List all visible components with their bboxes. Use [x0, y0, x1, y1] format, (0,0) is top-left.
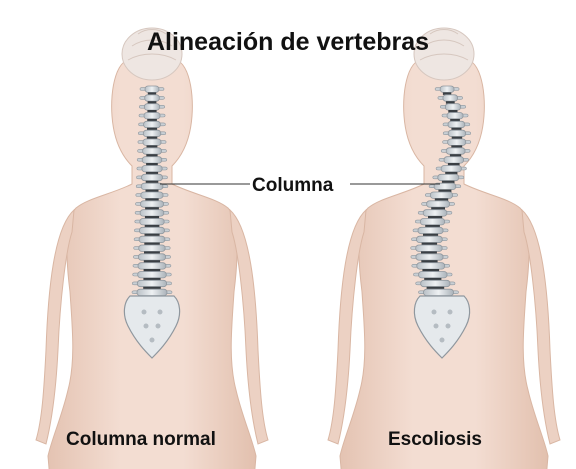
vertebra [138, 112, 166, 122]
scoliosis-spine [410, 85, 472, 298]
vertebra [137, 138, 167, 148]
vertebra [138, 120, 166, 131]
vertebra [139, 103, 166, 113]
vertebra [136, 156, 168, 166]
diagram-title: Alineación de vertebras [146, 28, 430, 56]
vertebra [417, 209, 453, 219]
spine-callout-label: Columna [252, 175, 334, 196]
vertebra [437, 94, 463, 104]
vertebra [132, 271, 172, 281]
vertebra [439, 103, 466, 113]
vertebra [134, 226, 170, 237]
vertebra [438, 156, 469, 166]
vertebra [132, 262, 172, 272]
normal-spine [131, 85, 173, 298]
vertebra [413, 271, 453, 281]
vertebra [414, 218, 450, 228]
vertebra [134, 218, 170, 228]
vertebra [132, 279, 172, 290]
vertebra [411, 262, 450, 272]
vertebra [135, 182, 169, 192]
vertebra [138, 129, 167, 139]
vertebra [432, 173, 465, 184]
vertebra [133, 235, 171, 245]
vertebra [442, 129, 472, 139]
caption-scoliosis: Escoliosis [388, 429, 482, 450]
vertebra [136, 173, 168, 184]
vertebra [411, 235, 448, 245]
vertebra [421, 200, 455, 210]
vertebra [442, 120, 471, 131]
vertebra [424, 191, 458, 201]
vertebra [135, 200, 169, 210]
vertebra [135, 191, 169, 201]
normal-spine-figure [35, 27, 269, 469]
scoliosis-spine-figure [327, 27, 561, 469]
vertebra [137, 147, 167, 157]
vertebra [136, 165, 168, 175]
vertebra [415, 279, 456, 290]
vertebra [139, 85, 165, 95]
vertebra [442, 138, 472, 148]
vertebra [440, 147, 471, 157]
vertebra [441, 112, 469, 122]
vertebra [434, 85, 460, 95]
vertebra [428, 182, 462, 192]
vertebra [133, 244, 171, 254]
vertebra [133, 253, 171, 263]
vertebra [410, 244, 448, 254]
vertebra [134, 209, 170, 219]
vertebra [412, 226, 449, 237]
vertebra [410, 253, 449, 263]
vertebra [139, 94, 165, 104]
caption-normal: Columna normal [66, 429, 216, 450]
vertebra [435, 165, 467, 175]
